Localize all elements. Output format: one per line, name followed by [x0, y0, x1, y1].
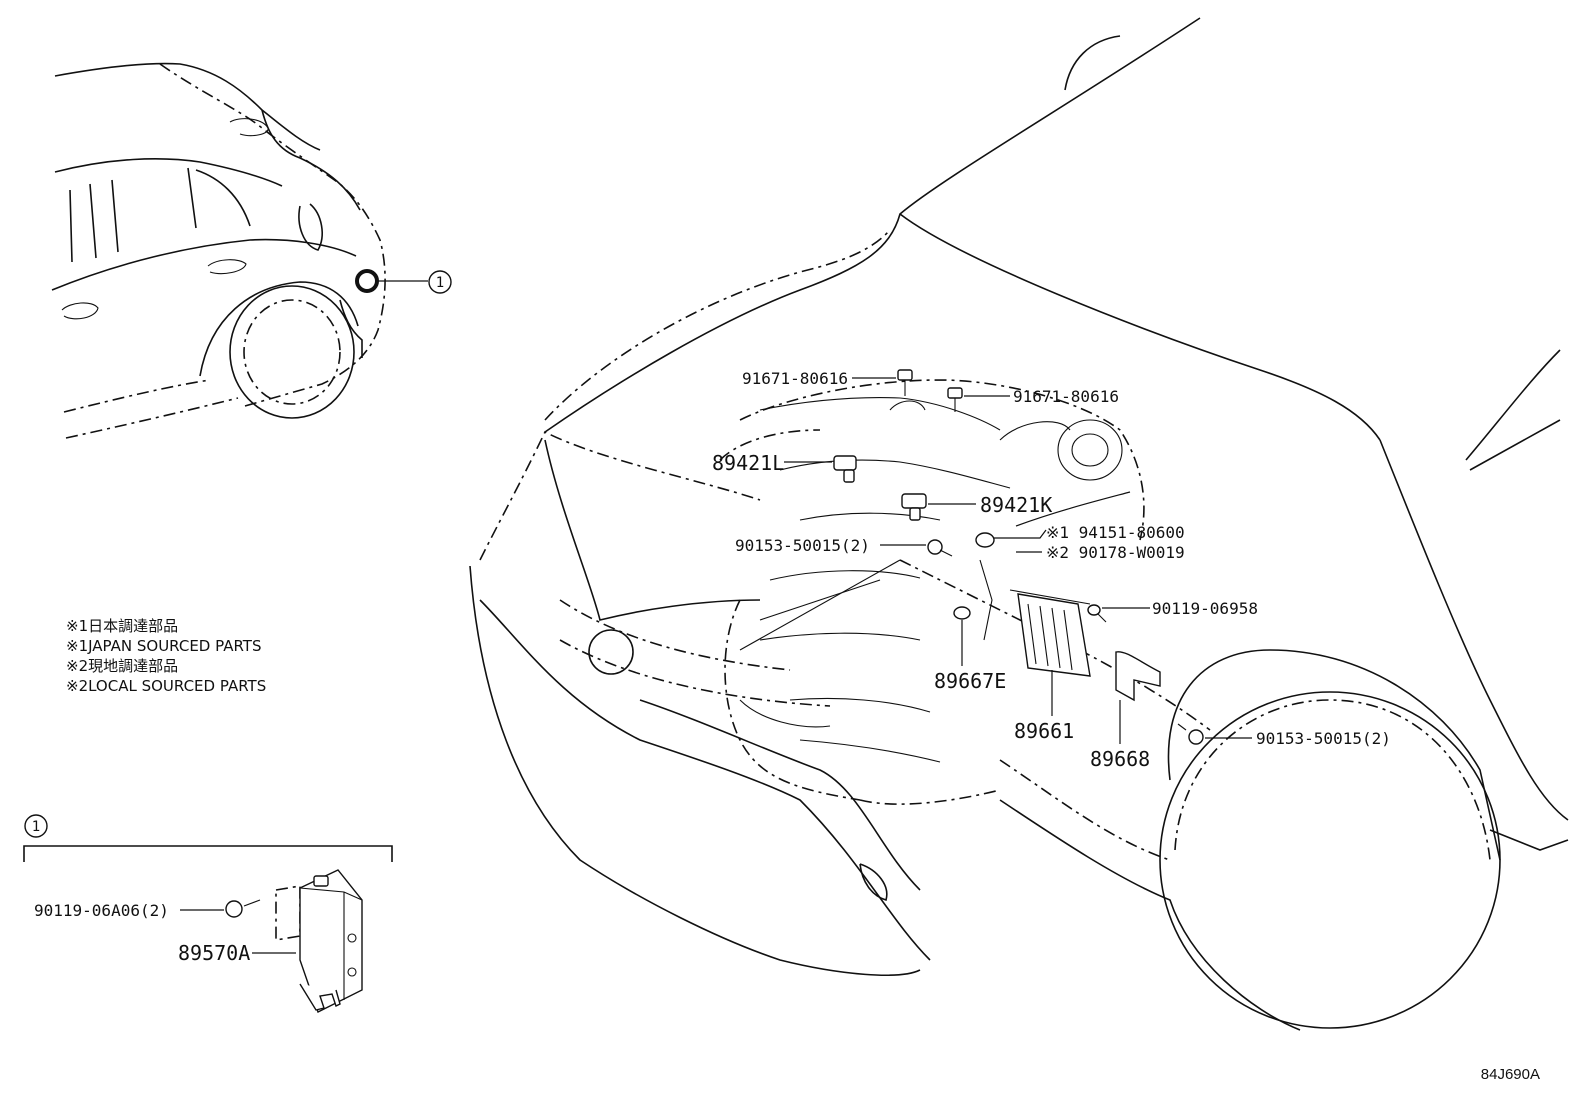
- bolt-91671-a-icon: [897, 369, 913, 396]
- label-94151-80600: ※1 94151-80600: [1046, 523, 1185, 542]
- module-89570A-icon: [252, 869, 363, 1013]
- ecu-89661-icon: [1009, 589, 1091, 677]
- bolt-91671-b-icon: [947, 387, 963, 412]
- label-90119-06A06: 90119-06A06(2): [34, 901, 169, 920]
- diagram-code: 84J690A: [1480, 1066, 1540, 1083]
- note-japan-jp: ※1日本調達部品: [66, 617, 179, 635]
- bolt-90153-a-icon: [927, 539, 953, 557]
- note-local-jp: ※2現地調達部品: [66, 657, 179, 675]
- label-90153-50015-a: 90153-50015(2): [735, 536, 870, 555]
- sensor-89421L-icon: [833, 455, 857, 483]
- label-91671-80616-b: 91671-80616: [1013, 387, 1119, 406]
- label-90178-W0019: ※2 90178-W0019: [1046, 543, 1185, 562]
- nut-94151-icon: [975, 532, 995, 548]
- label-90153-50015-b: 90153-50015(2): [1256, 729, 1391, 748]
- bolt-90119-06958-icon: [1087, 604, 1107, 623]
- bolt-90119-06A06-icon: [180, 899, 261, 918]
- rear-car-outline: [51, 62, 386, 439]
- label-91671-80616-a: 91671-80616: [742, 369, 848, 388]
- sensor-89421K-icon: [901, 493, 927, 521]
- note-local-en: ※2LOCAL SOURCED PARTS: [66, 677, 267, 695]
- rear-locator-marker: [355, 269, 452, 294]
- label-89661: 89661: [1014, 719, 1074, 743]
- inset-box-frame: [23, 814, 393, 862]
- callout-box-number: 1: [32, 819, 40, 835]
- label-89421L: 89421L: [712, 451, 784, 475]
- label-89421K: 89421K: [980, 493, 1052, 517]
- callout-ref-number: 1: [436, 275, 444, 291]
- bracket-89668-icon: [1115, 651, 1161, 702]
- grommet-89667E-icon: [953, 559, 993, 641]
- label-90119-06958: 90119-06958: [1152, 599, 1258, 618]
- front-car-outline: [469, 17, 1569, 1031]
- label-89667E: 89667E: [934, 669, 1006, 693]
- label-89668: 89668: [1090, 747, 1150, 771]
- engine-bay-outline: [719, 379, 1211, 805]
- bolt-90153-b-icon: [1177, 723, 1204, 745]
- sourcing-notes: ※1日本調達部品 ※1JAPAN SOURCED PARTS ※2現地調達部品 …: [66, 616, 266, 696]
- note-japan-en: ※1JAPAN SOURCED PARTS: [66, 637, 262, 655]
- leader-lines: [784, 377, 1252, 744]
- label-89570A: 89570A: [178, 941, 250, 965]
